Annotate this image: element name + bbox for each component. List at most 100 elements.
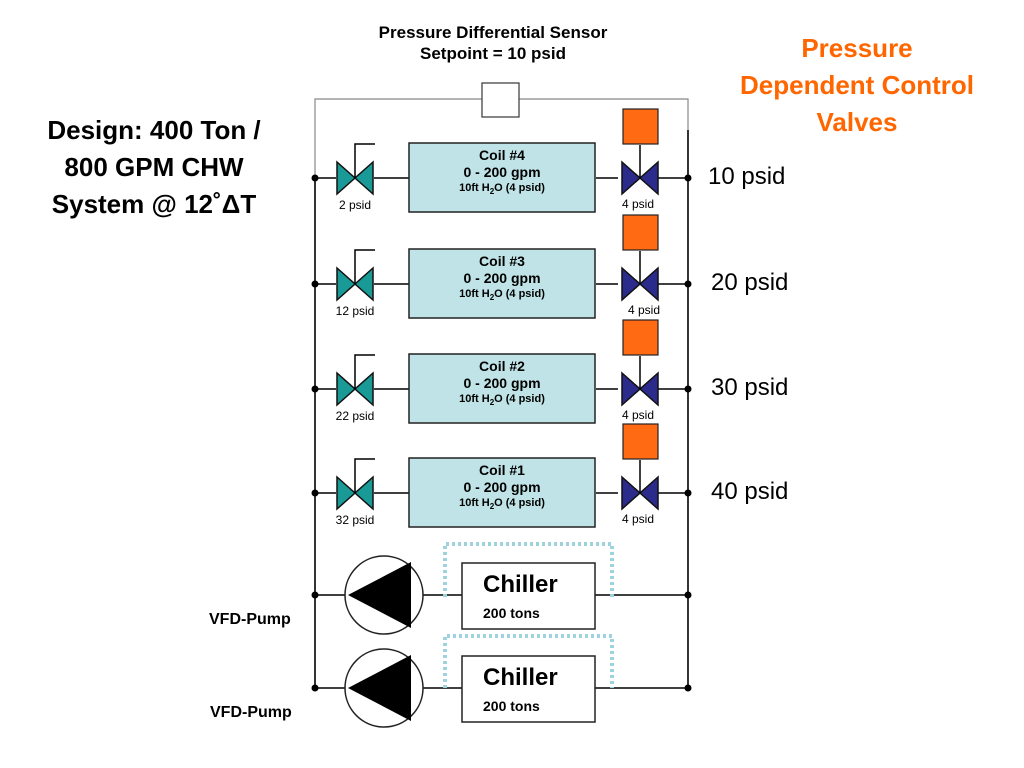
pipe-junction <box>311 591 319 599</box>
control-valve-body <box>638 160 659 196</box>
coil-flow: 0 - 200 gpm <box>463 479 541 495</box>
head-subscript: 2 <box>489 293 495 303</box>
coil-head-loss: 10ft H2O (4 psid) <box>409 287 595 305</box>
pipe-junction <box>684 385 692 393</box>
vfd-pump-label: VFD-Pump <box>209 611 291 628</box>
coil-box <box>408 248 596 319</box>
balancing-valve <box>336 266 374 302</box>
coil-name: Coil #3 <box>479 253 525 269</box>
head-prefix: 10ft H <box>459 393 490 405</box>
balancing-valve <box>336 160 374 196</box>
pump-arrow <box>348 655 411 721</box>
coil-branch <box>311 423 692 528</box>
coil-branch <box>311 214 692 319</box>
vfd-pump-label: VFD-Pump <box>210 704 292 721</box>
pdcv-line: Valves <box>816 107 898 137</box>
pipe-junction <box>684 174 692 182</box>
coil-flow: 0 - 200 gpm <box>463 164 541 180</box>
chiller-dotted-outline <box>443 634 614 688</box>
balancing-valve-body <box>336 475 357 511</box>
control-valve-body <box>638 266 659 302</box>
valve-actuator <box>622 423 659 460</box>
chiller-capacity: 200 tons <box>483 698 540 714</box>
pdcv-heading: Pressure Dependent Control Valves <box>712 30 1002 141</box>
coil-box <box>408 457 596 528</box>
available-dp: 10 psid <box>708 163 786 190</box>
pdcv-line: Dependent Control <box>740 70 974 100</box>
pipe-junction <box>684 489 692 497</box>
balancing-valve-body <box>353 266 374 302</box>
control-valve-dp: 4 psid <box>621 197 655 211</box>
balancing-valve <box>336 371 374 407</box>
balancing-valve-handle <box>354 458 375 493</box>
pipe-junction <box>311 489 319 497</box>
design-line: 800 GPM CHW <box>64 152 244 182</box>
coil-head-loss: 10ft H2O (4 psid) <box>409 392 595 410</box>
balancing-valve-body <box>353 160 374 196</box>
coil-box <box>408 353 596 424</box>
control-valve <box>621 475 659 511</box>
chiller-plant <box>311 542 692 728</box>
coil-branch <box>311 319 692 424</box>
coil-name: Coil #1 <box>479 462 525 478</box>
coil-flow: 0 - 200 gpm <box>463 270 541 286</box>
balancing-valve-body <box>336 160 357 196</box>
head-prefix: 10ft H <box>459 288 490 300</box>
balancing-valve-handle <box>354 249 375 284</box>
design-line: Design: 400 Ton / <box>47 115 261 145</box>
balancing-valve <box>336 475 374 511</box>
coil-box <box>408 142 596 213</box>
pipe-junction <box>311 385 319 393</box>
balancing-valve-handle <box>354 354 375 389</box>
coil-branches <box>311 108 692 528</box>
head-prefix: 10ft H <box>459 497 490 509</box>
control-valve-body <box>638 475 659 511</box>
balancing-valve-body <box>336 266 357 302</box>
pipe-junction <box>311 684 319 692</box>
balancing-valve-dp: 2 psid <box>338 198 372 212</box>
coil-flow: 0 - 200 gpm <box>463 375 541 391</box>
balancing-valve-dp: 32 psid <box>335 513 375 527</box>
valve-actuator <box>622 214 659 251</box>
chiller-name: Chiller <box>483 571 558 598</box>
pressure-differential-sensor <box>481 82 520 118</box>
balancing-valve-body <box>336 371 357 407</box>
head-suffix: O (4 psid) <box>494 497 545 509</box>
coil-branch <box>311 108 692 213</box>
available-dp: 40 psid <box>711 478 789 505</box>
coil-name: Coil #4 <box>479 147 525 163</box>
control-valve-body <box>638 371 659 407</box>
control-valve-dp: 4 psid <box>627 303 661 317</box>
pipe-junction <box>684 280 692 288</box>
coil-name: Coil #2 <box>479 358 525 374</box>
control-valve-body <box>621 266 642 302</box>
pipe-junction <box>311 280 319 288</box>
control-valve <box>621 160 659 196</box>
chiller-box <box>461 655 596 723</box>
balancing-valve-dp: 22 psid <box>335 409 375 423</box>
head-subscript: 2 <box>489 187 495 197</box>
head-suffix: O (4 psid) <box>494 288 545 300</box>
available-dp: 20 psid <box>711 269 789 296</box>
chiller-box <box>461 562 596 630</box>
head-subscript: 2 <box>489 398 495 408</box>
head-suffix: O (4 psid) <box>494 182 545 194</box>
control-valve-dp: 4 psid <box>621 512 655 526</box>
plant-loop <box>311 634 692 728</box>
plant-loop <box>311 542 692 635</box>
design-heading: Design: 400 Ton / 800 GPM CHW System @ 1… <box>14 112 294 223</box>
head-subscript: 2 <box>489 502 495 512</box>
control-valve-body <box>621 475 642 511</box>
pdcv-line: Pressure <box>801 33 913 63</box>
head-prefix: 10ft H <box>459 182 490 194</box>
pump-arrow <box>348 562 411 628</box>
balancing-valve-body <box>353 371 374 407</box>
balancing-valve-body <box>353 475 374 511</box>
control-valve <box>621 266 659 302</box>
control-valve <box>621 371 659 407</box>
coil-head-loss: 10ft H2O (4 psid) <box>409 181 595 199</box>
